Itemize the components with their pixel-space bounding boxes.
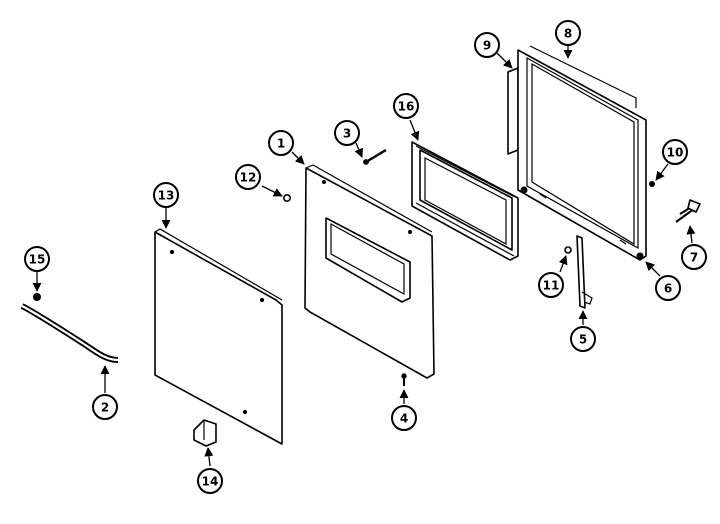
part-glass-frame — [411, 141, 519, 261]
part-door-panel-with-window — [304, 164, 435, 379]
part-gasket-rod — [20, 303, 119, 363]
callout-16: 16 — [393, 93, 419, 119]
callout-1: 1 — [268, 130, 294, 156]
callout-7-label: 7 — [690, 251, 698, 265]
part-outer-door-panel — [154, 228, 283, 445]
callout-8: 8 — [555, 20, 581, 46]
callout-5: 5 — [570, 326, 596, 352]
callout-14: 14 — [197, 468, 223, 494]
callout-6-label: 6 — [664, 282, 672, 296]
part-screw — [363, 148, 387, 165]
callout-5-label: 5 — [579, 333, 587, 347]
part-vertical-bracket — [576, 235, 593, 309]
callout-10: 10 — [662, 139, 688, 165]
callout-2: 2 — [92, 394, 118, 420]
callout-12-label: 12 — [240, 171, 257, 185]
callout-13: 13 — [153, 182, 179, 208]
callout-16-label: 16 — [398, 100, 415, 114]
callout-3-label: 3 — [343, 127, 351, 141]
part-nut — [282, 194, 291, 203]
part-washer — [564, 246, 572, 254]
callout-13-label: 13 — [158, 189, 175, 203]
callout-14-label: 14 — [202, 475, 219, 489]
part-hinge-clip — [193, 419, 217, 447]
leader-lines — [32, 46, 696, 467]
callout-11: 11 — [538, 272, 564, 298]
callout-15: 15 — [24, 246, 50, 272]
part-small-clip — [649, 181, 655, 187]
callout-7: 7 — [681, 244, 707, 270]
callout-3: 3 — [334, 120, 360, 146]
callout-12: 12 — [235, 164, 261, 190]
callout-4-label: 4 — [400, 412, 408, 426]
callout-6: 6 — [655, 275, 681, 301]
callout-2-label: 2 — [101, 401, 109, 415]
callout-4: 4 — [391, 405, 417, 431]
callout-8-label: 8 — [564, 27, 572, 41]
part-door-liner-frame — [517, 45, 647, 261]
part-small-screw — [401, 373, 407, 386]
callout-9: 9 — [474, 32, 500, 58]
part-rod-end — [33, 293, 41, 301]
callout-11-label: 11 — [543, 279, 560, 293]
callout-1-label: 1 — [277, 137, 285, 151]
callout-10-label: 10 — [667, 146, 684, 160]
callout-15-label: 15 — [29, 253, 46, 267]
part-hinge-pin — [675, 199, 701, 223]
callout-9-label: 9 — [483, 39, 491, 53]
part-insulation-strip — [507, 67, 519, 155]
